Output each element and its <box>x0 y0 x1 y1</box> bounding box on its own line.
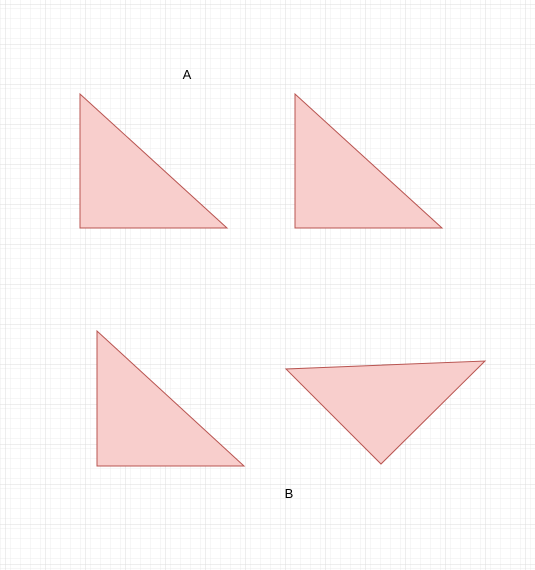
triangle-a-right[interactable] <box>294 92 444 229</box>
label-a[interactable]: A <box>183 67 192 82</box>
triangle-b-left[interactable] <box>96 329 246 467</box>
triangle-b-right[interactable] <box>284 360 487 465</box>
label-b[interactable]: B <box>285 486 294 501</box>
triangle-a-left[interactable] <box>79 92 229 229</box>
